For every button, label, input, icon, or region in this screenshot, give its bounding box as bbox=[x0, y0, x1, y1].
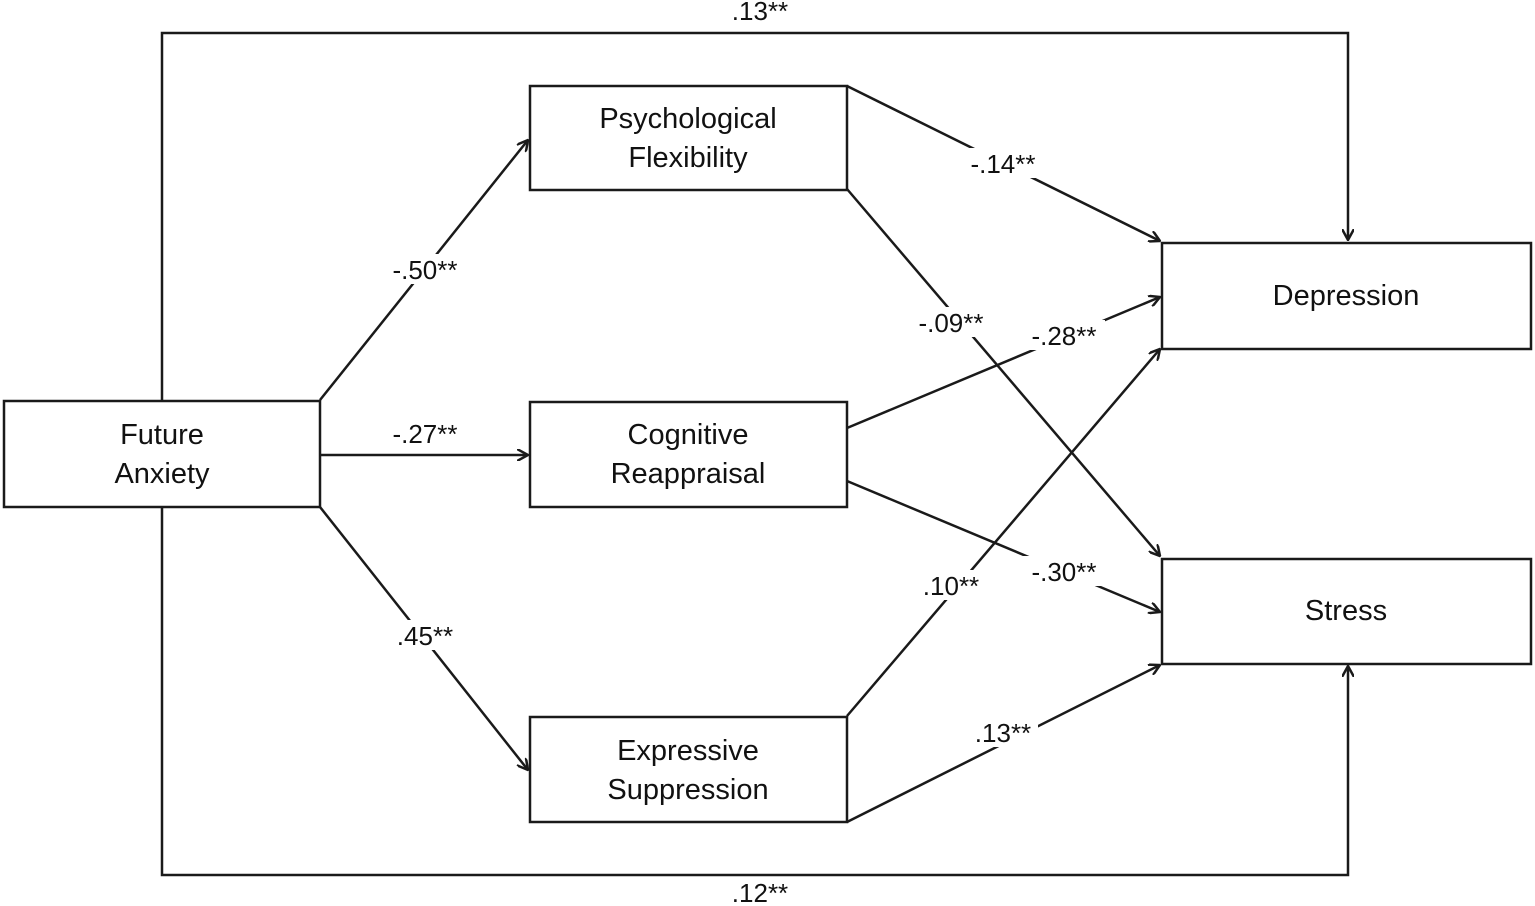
node-label-line: Flexibility bbox=[628, 142, 748, 174]
node-label-line: Stress bbox=[1305, 595, 1387, 627]
path-line-cr-stress bbox=[846, 479, 1160, 612]
path-line-es-depression bbox=[846, 349, 1160, 717]
path-line-pf-stress bbox=[846, 188, 1160, 556]
coef-fa-psych-flex: -.50** bbox=[392, 255, 457, 285]
node-label-line: Depression bbox=[1273, 280, 1420, 312]
node-label-line: Expressive bbox=[617, 735, 759, 767]
coef-pf-stress: -.09** bbox=[918, 308, 983, 338]
coef-es-stress: .13** bbox=[975, 718, 1031, 748]
node-psychological-flexibility: Psychological Flexibility bbox=[528, 84, 849, 192]
coef-es-depression: .10** bbox=[923, 571, 979, 601]
coef-fa-depression: .13** bbox=[732, 0, 788, 26]
node-label-line: Cognitive bbox=[628, 419, 749, 451]
coef-fa-stress: .12** bbox=[732, 878, 788, 906]
node-label-line: Reappraisal bbox=[611, 458, 766, 490]
path-coefficients: .13** .12** -.50** -.27** .45** -.14** -… bbox=[385, 0, 1105, 906]
node-cognitive-reappraisal: Cognitive Reappraisal bbox=[528, 400, 849, 509]
node-expressive-suppression: Expressive Suppression bbox=[528, 715, 849, 824]
node-stress: Stress bbox=[1160, 557, 1533, 666]
coef-pf-depression: -.14** bbox=[970, 149, 1035, 179]
path-line-fa-stress bbox=[160, 507, 1348, 877]
coef-fa-cog-reapp: -.27** bbox=[392, 419, 457, 449]
coef-cr-depression: -.28** bbox=[1031, 321, 1096, 351]
node-label-line: Anxiety bbox=[114, 458, 210, 490]
coef-cr-stress: -.30** bbox=[1031, 557, 1096, 587]
node-future-anxiety: Future Anxiety bbox=[2, 399, 322, 509]
path-line-fa-depression bbox=[160, 31, 1348, 400]
node-label-line: Psychological bbox=[599, 103, 776, 135]
coef-fa-expr-supp: .45** bbox=[397, 621, 453, 651]
node-label-line: Suppression bbox=[607, 774, 768, 806]
node-depression: Depression bbox=[1160, 241, 1533, 351]
path-line-cr-depression bbox=[846, 297, 1160, 430]
node-label-line: Future bbox=[120, 419, 204, 451]
